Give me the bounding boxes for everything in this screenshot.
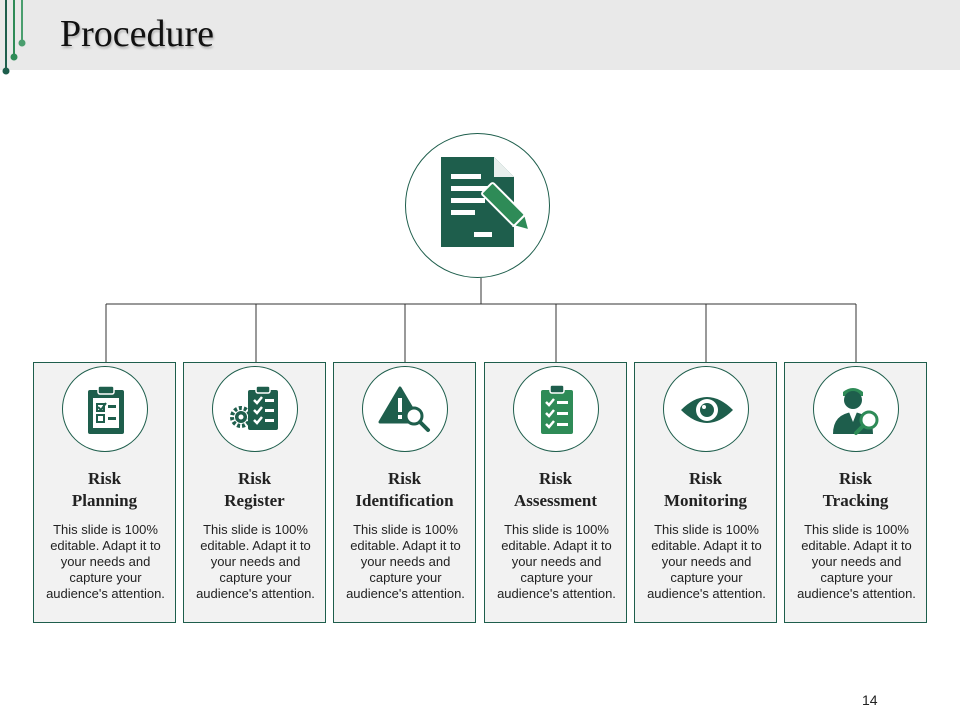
- card-risk-assessment: Risk Assessment This slide is 100% edita…: [484, 362, 627, 623]
- card-description: This slide is 100% editable. Adapt it to…: [46, 522, 165, 601]
- card-risk-planning: Risk Planning This slide is 100% editabl…: [33, 362, 176, 623]
- card-description: This slide is 100% editable. Adapt it to…: [196, 522, 315, 601]
- checklist-clipboard-icon: [541, 384, 573, 434]
- gear-clipboard-icon: [230, 385, 278, 430]
- card-risk-tracking: Risk Tracking This slide is 100% editabl…: [784, 362, 927, 623]
- page-number: 14: [862, 692, 878, 708]
- header-bar: [0, 0, 960, 70]
- card-risk-register: Risk Register This slide is 100% editabl…: [183, 362, 326, 623]
- card-icon-circle: [62, 366, 148, 452]
- card-description: This slide is 100% editable. Adapt it to…: [647, 522, 766, 601]
- card-icon-circle: [362, 366, 448, 452]
- card-title: Risk Identification: [355, 469, 454, 510]
- corner-decoration: [2, 0, 26, 75]
- card-icon-circle: [813, 366, 899, 452]
- card-risk-monitoring: Risk Monitoring This slide is 100% edita…: [634, 362, 777, 623]
- warning-magnifier-icon: [378, 386, 430, 432]
- card-title: Risk Assessment: [513, 469, 598, 510]
- card-title: Risk Planning: [71, 469, 138, 510]
- card-title: Risk Tracking: [822, 469, 889, 510]
- page-title: Procedure: [60, 13, 215, 55]
- card-risk-identification: Risk Identification This slide is 100% e…: [333, 362, 476, 623]
- card-icon-circle: [513, 366, 599, 452]
- card-description: This slide is 100% editable. Adapt it to…: [497, 522, 616, 601]
- card-description: This slide is 100% editable. Adapt it to…: [346, 522, 465, 601]
- card-icon-circle: [212, 366, 298, 452]
- eye-icon: [681, 397, 733, 423]
- card-icon-circle: [663, 366, 749, 452]
- card-description: This slide is 100% editable. Adapt it to…: [797, 522, 916, 601]
- card-title: Risk Monitoring: [663, 469, 748, 510]
- top-node-circle: [405, 133, 550, 278]
- card-title: Risk Register: [224, 469, 285, 510]
- document-edit-icon: [441, 157, 531, 247]
- clipboard-checklist-icon: [88, 385, 124, 434]
- person-magnifier-icon: [833, 388, 879, 435]
